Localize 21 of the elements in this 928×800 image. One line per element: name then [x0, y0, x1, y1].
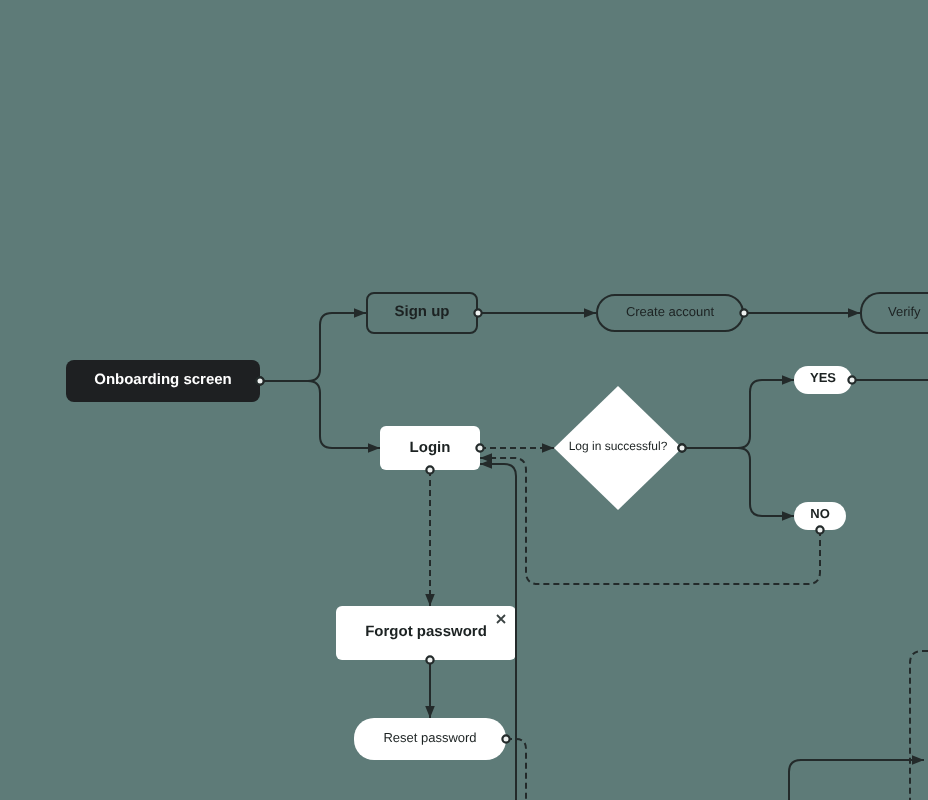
arrow: [739, 308, 861, 318]
connector-line: [501, 734, 527, 800]
arrow: [255, 376, 381, 453]
process-pill: [596, 294, 744, 332]
arrow: [677, 443, 795, 521]
process-pill: [860, 292, 928, 334]
arrow: [425, 655, 435, 719]
process-pill: [354, 718, 506, 760]
arrow: [425, 465, 435, 607]
answer-pill: [794, 366, 852, 394]
answer-pill: [794, 502, 846, 530]
arrow: [479, 453, 825, 585]
connector-line: [847, 375, 928, 385]
process-box: [336, 606, 516, 660]
process-box: [380, 426, 480, 470]
arrow: [475, 443, 555, 453]
start-box: [66, 360, 260, 402]
process-box: [366, 292, 478, 334]
decision-diamond: [554, 386, 682, 510]
arrow: [479, 459, 517, 800]
arrow: [473, 308, 597, 318]
